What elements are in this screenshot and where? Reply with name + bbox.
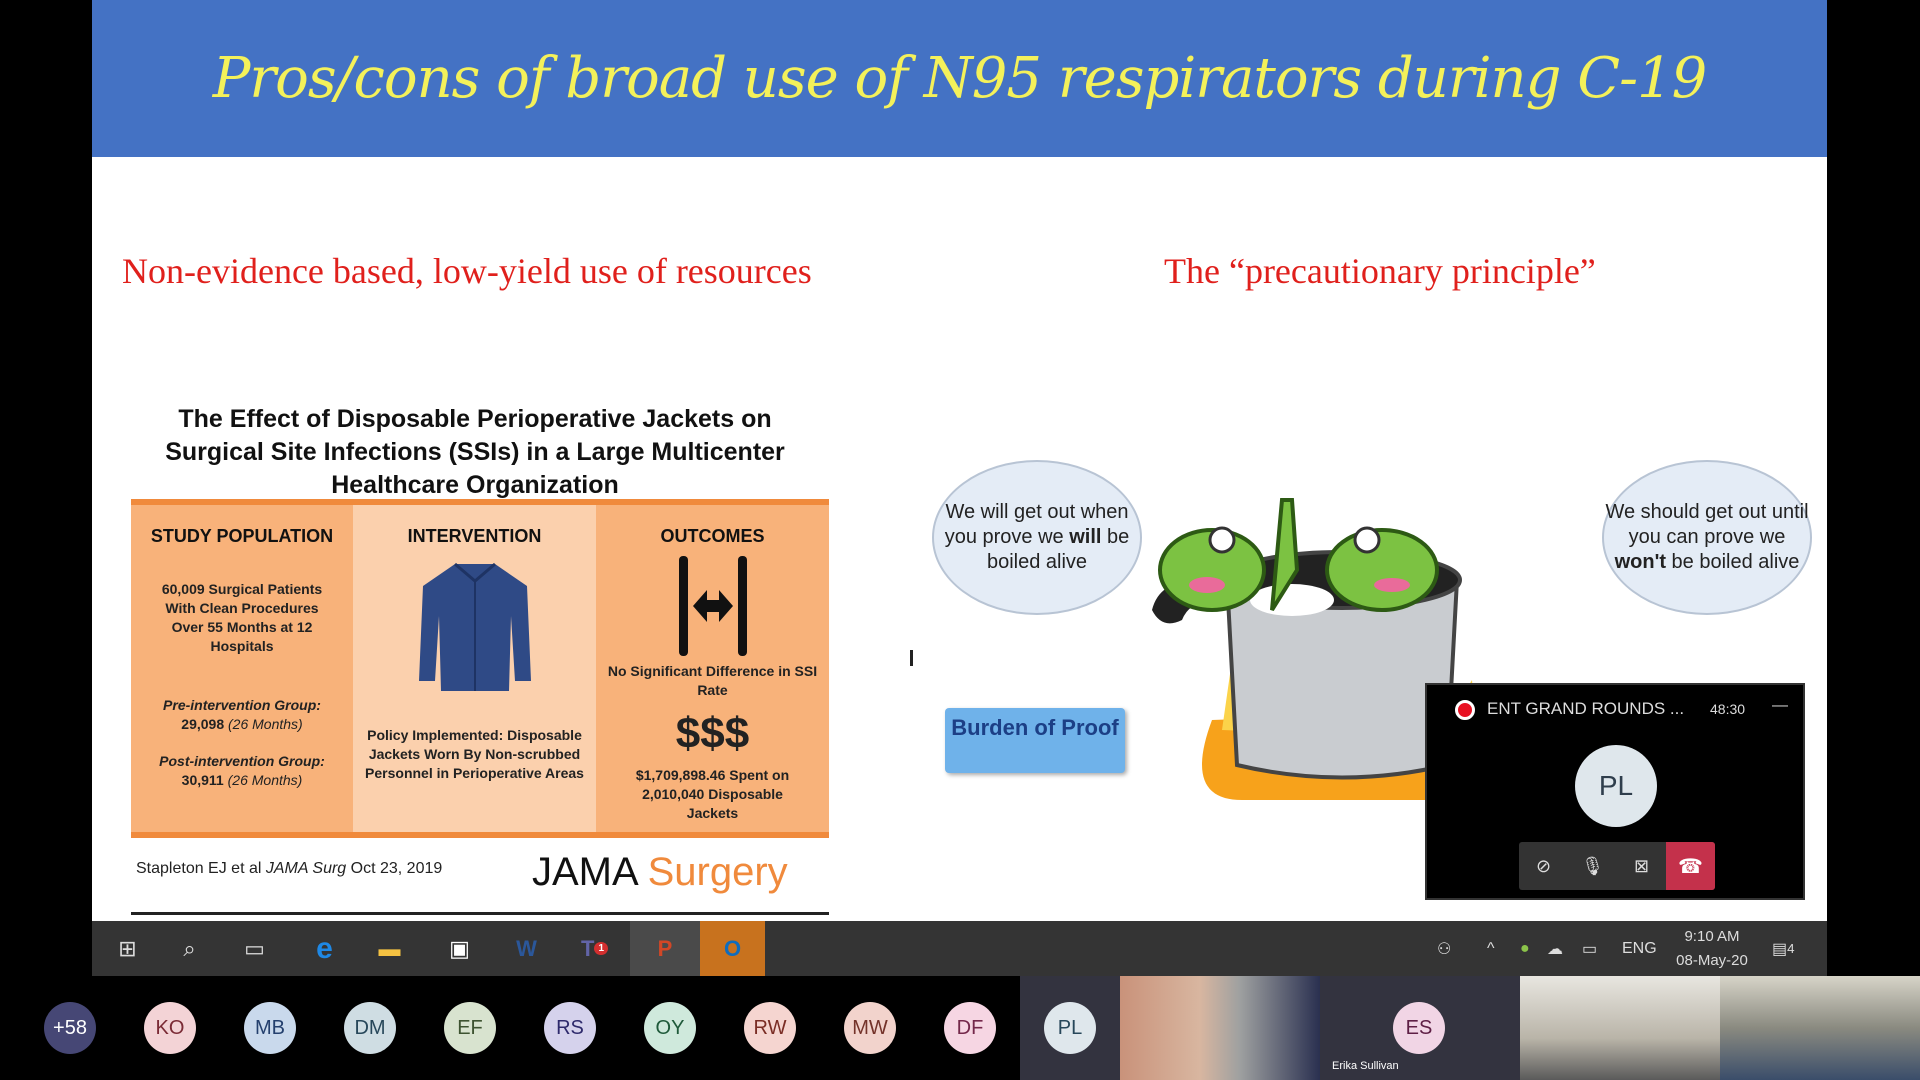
mic-muted-icon[interactable]: 🎙 <box>1581 855 1604 876</box>
camera-off-icon[interactable]: ⊘ <box>1535 855 1552 876</box>
outcome-cost: $1,709,898.46 Spent on 2,010,040 Disposa… <box>635 767 790 821</box>
dollar-icon: $$$ <box>675 709 750 758</box>
pre-value: 29,098 <box>181 716 225 732</box>
participant-avatar[interactable]: DF <box>944 1002 996 1054</box>
study-population-column: STUDY POPULATION 60,009 Surgical Patient… <box>131 505 353 832</box>
participant-avatar[interactable]: RW <box>744 1002 796 1054</box>
outlook-icon[interactable]: O <box>700 921 765 976</box>
windows-start-icon[interactable]: ⊞ <box>118 935 137 961</box>
intervention-desc: Policy Implemented: Disposable Jackets W… <box>365 727 584 781</box>
hang-up-button[interactable]: ☎ <box>1666 842 1715 890</box>
left-heading: Non-evidence based, low-yield use of res… <box>122 251 812 291</box>
call-controls: ⊘ 🎙 ⊠ ☎ <box>1519 842 1715 890</box>
population-header: STUDY POPULATION <box>150 526 334 546</box>
speech-bubble-left: We will get out when you prove we will b… <box>932 460 1142 615</box>
post-period: (26 Months) <box>227 772 303 788</box>
outcomes-header: OUTCOMES <box>660 526 765 546</box>
teams-meeting-mini-window[interactable]: ENT GRAND ROUNDS ... 48:30 — PL ⊘ 🎙 ⊠ ☎ <box>1425 683 1805 900</box>
post-value: 30,911 <box>181 772 224 788</box>
avatar: PL <box>1044 1002 1096 1054</box>
word-icon[interactable]: W <box>516 935 537 961</box>
cursor-mark <box>910 650 913 666</box>
slide-title-bar: Pros/cons of broad use of N95 respirator… <box>92 0 1827 157</box>
presenter-avatar: PL <box>1575 745 1657 827</box>
search-icon[interactable]: ⌕ <box>183 935 196 961</box>
study-title: The Effect of Disposable Perioperative J… <box>165 405 785 499</box>
citation-journal: JAMA Surg <box>265 860 347 877</box>
participant-avatar[interactable]: DM <box>344 1002 396 1054</box>
battery-icon[interactable]: ▭ <box>1582 940 1598 958</box>
population-desc: 60,009 Surgical Patients With Clean Proc… <box>161 581 323 654</box>
no-difference-icon <box>678 556 747 656</box>
frogs-in-pot-cartoon <box>1152 498 1488 800</box>
stop-sharing-icon[interactable]: ⊠ <box>1633 855 1650 876</box>
participant-tile-es[interactable]: ES Erika Sullivan <box>1320 976 1520 1080</box>
language-indicator[interactable]: ENG <box>1622 939 1657 957</box>
powerpoint-icon[interactable]: P <box>630 921 700 976</box>
show-hidden-icons[interactable]: ^ <box>1487 939 1495 957</box>
overflow-participants[interactable]: +58 <box>44 1002 96 1054</box>
store-icon[interactable]: ▣ <box>449 935 470 961</box>
right-heading: The “precautionary principle” <box>1164 251 1596 291</box>
pre-label: Pre-intervention Group: <box>163 697 321 713</box>
task-view-icon[interactable]: ▭ <box>244 935 265 961</box>
intervention-header: INTERVENTION <box>407 526 542 546</box>
network-warning-icon[interactable]: ● <box>1520 939 1530 957</box>
edge-icon[interactable]: e <box>316 931 333 965</box>
citation-date: Oct 23, 2019 <box>350 860 443 877</box>
participant-avatar[interactable]: OY <box>644 1002 696 1054</box>
meeting-title: ENT GRAND ROUNDS ... <box>1487 699 1685 718</box>
participant-video[interactable] <box>1120 976 1320 1080</box>
divider <box>131 912 829 915</box>
citation-authors: Stapleton EJ et al <box>136 860 262 877</box>
citation: Stapleton EJ et al JAMA Surg Oct 23, 201… <box>136 860 442 878</box>
shared-slide: Pros/cons of broad use of N95 respirator… <box>92 0 1827 921</box>
participant-video[interactable] <box>1520 976 1720 1080</box>
study-infographic: STUDY POPULATION 60,009 Surgical Patient… <box>131 499 829 838</box>
meeting-duration: 48:30 <box>1710 701 1746 717</box>
file-explorer-icon[interactable]: ▬ <box>378 935 401 961</box>
participant-avatar[interactable]: RS <box>544 1002 596 1054</box>
avatar: ES <box>1393 1002 1445 1054</box>
outcome-result: No Significant Difference in SSI Rate <box>607 663 818 698</box>
minimize-button[interactable]: — <box>1772 697 1788 714</box>
post-label: Post-intervention Group: <box>159 753 325 769</box>
burden-of-proof-box: Burden of Proof <box>945 708 1125 773</box>
participant-avatar[interactable]: MW <box>844 1002 896 1054</box>
participant-tile-pl[interactable]: PL <box>1020 976 1120 1080</box>
intervention-column: INTERVENTION Policy Implemented: Disposa… <box>353 505 596 832</box>
participant-avatar[interactable]: KO <box>144 1002 196 1054</box>
participant-video[interactable] <box>1720 976 1920 1080</box>
participant-avatar[interactable]: MB <box>244 1002 296 1054</box>
participant-name: Erika Sullivan <box>1332 1060 1399 1072</box>
recording-icon <box>1455 700 1475 720</box>
slide-title: Pros/cons of broad use of N95 respirator… <box>212 46 1708 111</box>
jacket-image <box>418 562 531 691</box>
outcomes-column: OUTCOMES No Significant Difference in SS… <box>596 505 829 832</box>
notifications-icon[interactable]: ▤4 <box>1772 940 1795 958</box>
pre-period: (26 Months) <box>228 716 303 732</box>
onedrive-icon[interactable]: ☁ <box>1547 940 1563 958</box>
participant-avatar[interactable]: EF <box>444 1002 496 1054</box>
speech-bubble-right: We should get out until you can prove we… <box>1602 460 1812 615</box>
people-icon[interactable]: ⚇ <box>1437 940 1452 958</box>
teams-badge: 1 <box>594 942 608 955</box>
jama-surgery-logo: JAMA Surgery <box>532 850 788 894</box>
